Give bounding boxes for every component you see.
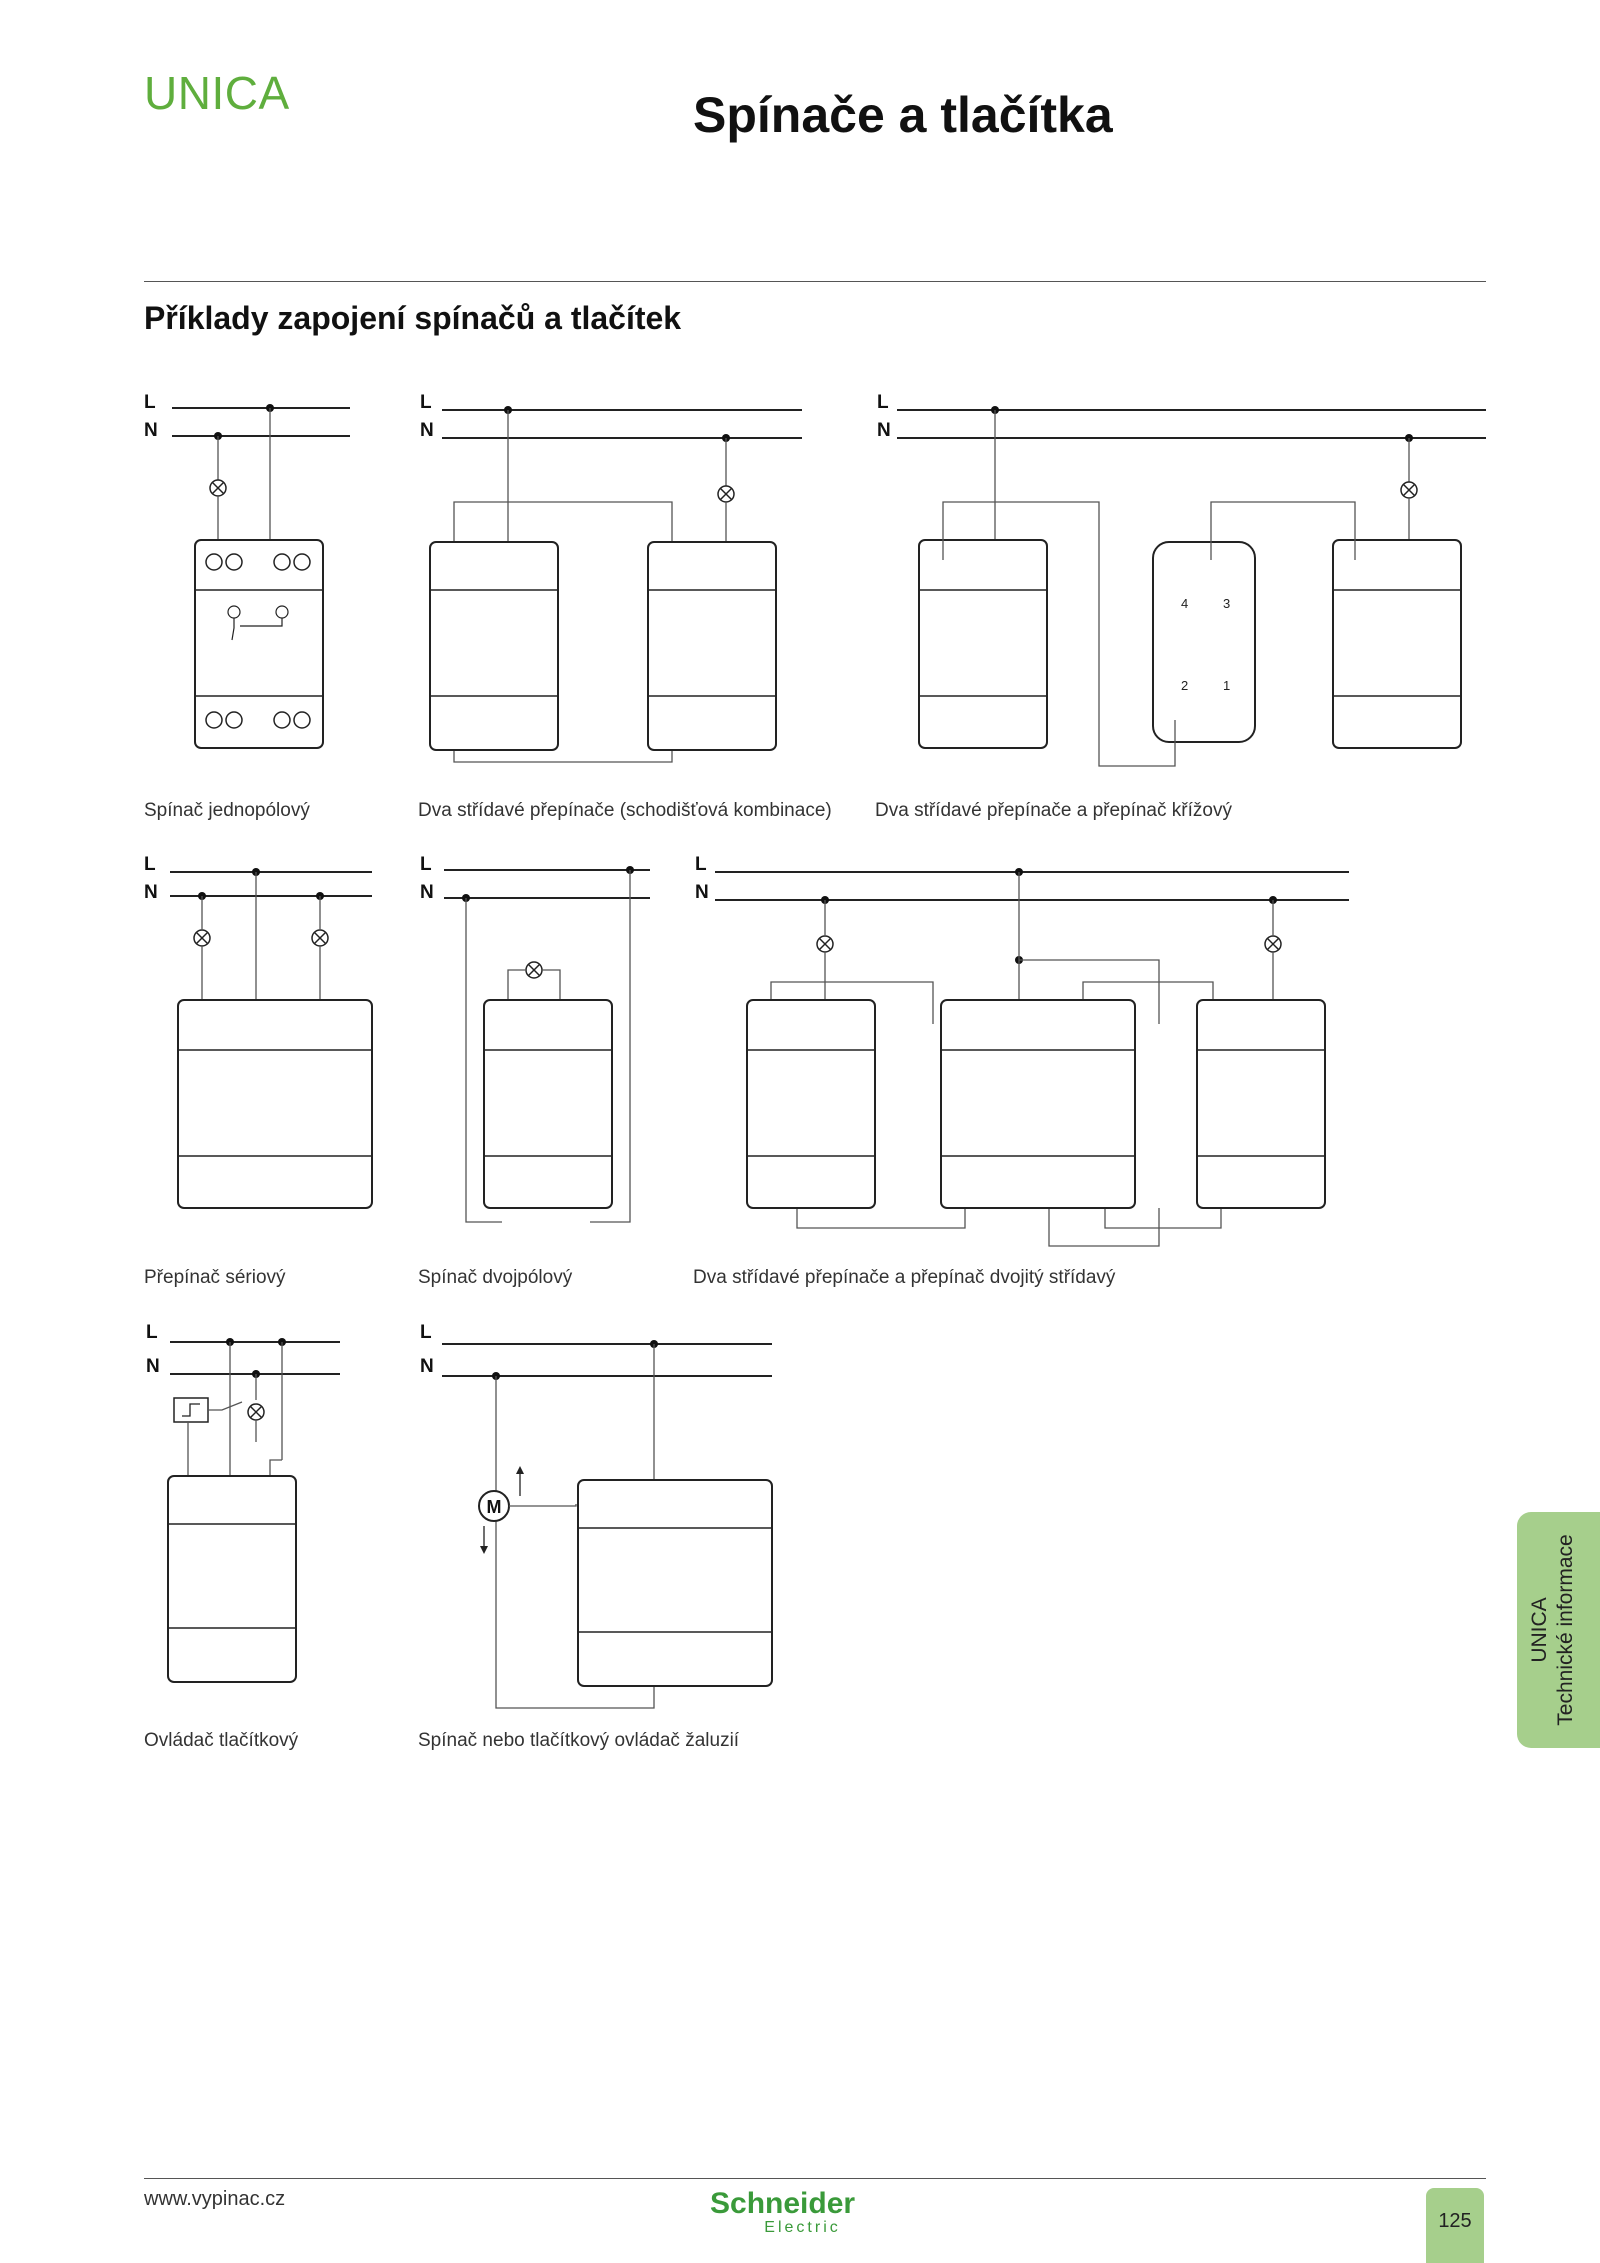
lamp-icon bbox=[1400, 481, 1418, 499]
neutral-label: N bbox=[695, 882, 709, 903]
side-tab-line1: UNICA bbox=[1528, 1597, 1551, 1663]
terminal-label: 4 bbox=[1181, 596, 1188, 611]
neutral-label: N bbox=[146, 1356, 160, 1377]
lamp-icon bbox=[816, 935, 834, 953]
switch-module-icon bbox=[746, 999, 876, 1209]
cross-switch-module-icon: 4 3 2 1 bbox=[1152, 541, 1256, 743]
diagram-caption: Přepínač sériový bbox=[144, 1267, 286, 1288]
wiring-diagram-cross-switch: L N 4 3 2 1 bbox=[877, 392, 1486, 767]
line-label: L bbox=[420, 392, 432, 413]
terminal-label: 2 bbox=[1181, 678, 1188, 693]
neutral-label: N bbox=[420, 882, 434, 903]
line-label: L bbox=[420, 854, 432, 875]
footer-divider bbox=[144, 2178, 1486, 2179]
switch-module-icon bbox=[177, 999, 373, 1209]
neutral-label: N bbox=[144, 882, 158, 903]
lamp-icon bbox=[209, 479, 227, 497]
line-label: L bbox=[695, 854, 707, 875]
page-number: 125 bbox=[1426, 2188, 1484, 2263]
switch-module-icon bbox=[940, 999, 1136, 1209]
line-label: L bbox=[144, 392, 156, 413]
terminal-label: 3 bbox=[1223, 596, 1230, 611]
section-side-tab bbox=[1517, 1512, 1600, 1748]
arrow-down-icon bbox=[480, 1526, 488, 1554]
page-title: Spínače a tlačítka bbox=[693, 87, 1113, 143]
lamp-icon bbox=[247, 1403, 265, 1421]
side-tab-line2: Technické informace bbox=[1554, 1534, 1577, 1726]
switch-module-icon bbox=[1196, 999, 1326, 1209]
switch-module-icon bbox=[647, 541, 777, 751]
motor-label: M bbox=[487, 1497, 502, 1517]
line-label: L bbox=[877, 392, 889, 413]
schneider-logo: Schneider Electric bbox=[710, 2188, 855, 2236]
switch-module-icon bbox=[918, 539, 1048, 749]
lamp-icon bbox=[1264, 935, 1282, 953]
wiring-diagram-double-changeover: L N bbox=[695, 854, 1349, 1247]
terminal-label: 1 bbox=[1223, 678, 1230, 693]
arrow-up-icon bbox=[516, 1466, 524, 1496]
diagram-caption: Dva střídavé přepínače a přepínač dvojit… bbox=[693, 1267, 1116, 1288]
switch-module-icon bbox=[429, 541, 559, 751]
diagram-caption: Dva střídavé přepínače a přepínač křížov… bbox=[875, 800, 1232, 821]
relay-icon bbox=[173, 1397, 209, 1423]
switch-module-icon bbox=[194, 539, 324, 749]
neutral-label: N bbox=[144, 420, 158, 441]
lamp-icon bbox=[311, 929, 329, 947]
motor-icon: M bbox=[478, 1490, 510, 1522]
line-label: L bbox=[144, 854, 156, 875]
diagram-caption: Spínač nebo tlačítkový ovládač žaluzií bbox=[418, 1730, 740, 1751]
lamp-icon bbox=[193, 929, 211, 947]
logo-main-text: Schneider bbox=[710, 2187, 856, 2220]
brand-title: UNICA bbox=[144, 67, 290, 119]
wiring-diagram-blinds: L N M bbox=[420, 1322, 773, 1709]
line-label: L bbox=[146, 1322, 158, 1343]
header-divider bbox=[144, 281, 1486, 282]
blind-switch-module-icon bbox=[577, 1479, 773, 1687]
line-label: L bbox=[420, 1322, 432, 1343]
neutral-label: N bbox=[420, 1356, 434, 1377]
neutral-label: N bbox=[877, 420, 891, 441]
footer-url[interactable]: www.vypinac.cz bbox=[144, 2188, 286, 2210]
wiring-diagram-double-pole: L N bbox=[420, 854, 650, 1223]
lamp-icon bbox=[525, 961, 543, 979]
logo-sub-text: Electric bbox=[764, 2219, 841, 2236]
wiring-diagram-staircase: L N bbox=[420, 392, 802, 763]
lamp-icon bbox=[717, 485, 735, 503]
diagram-caption: Spínač dvojpólový bbox=[418, 1267, 573, 1288]
side-tab-text: UNICA Technické informace bbox=[1527, 1520, 1579, 1740]
wiring-diagram-pushbutton: L N bbox=[146, 1322, 340, 1683]
diagram-caption: Spínač jednopólový bbox=[144, 800, 310, 821]
switch-module-icon bbox=[1332, 539, 1462, 749]
diagram-caption: Ovládač tlačítkový bbox=[144, 1730, 299, 1751]
section-title: Příklady zapojení spínačů a tlačítek bbox=[144, 300, 682, 336]
wiring-diagram-series: L N bbox=[144, 854, 373, 1209]
switch-module-icon bbox=[483, 999, 613, 1209]
diagram-caption: Dva střídavé přepínače (schodišťová komb… bbox=[418, 800, 832, 821]
wiring-diagram-single-pole: L N bbox=[144, 392, 350, 749]
switch-module-icon bbox=[167, 1475, 297, 1683]
neutral-label: N bbox=[420, 420, 434, 441]
